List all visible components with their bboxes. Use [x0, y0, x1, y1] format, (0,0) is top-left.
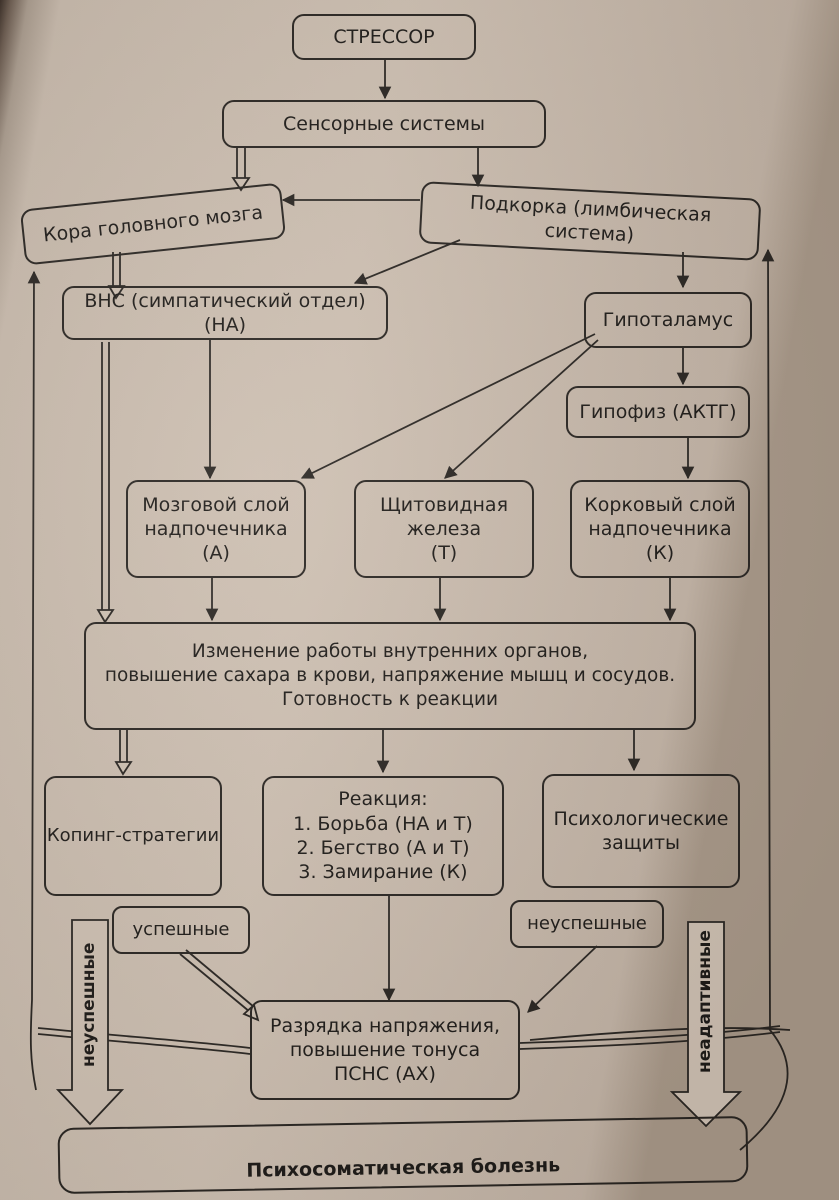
thyroid-line1: Щитовидная [380, 493, 508, 516]
coping-box: Копинг-стратегии [44, 776, 222, 896]
organ-change-line2: повышение сахара в крови, напряжение мыш… [104, 665, 676, 687]
stressor-box: СТРЕССОР [292, 14, 476, 60]
pituitary-label: Гипофиз (АКТГ) [579, 400, 737, 423]
psych-defenses-line1: Психологические [553, 807, 729, 830]
adrenal-medulla-box: Мозговой слой надпочечника (А) [126, 480, 306, 578]
ans-label: ВНС (симпатический отдел) (НА) [84, 289, 366, 336]
unsuccessful-label: неуспешные [527, 913, 647, 935]
successful-tag: успешные [112, 906, 250, 954]
ans-box: ВНС (симпатический отдел) (НА) [62, 286, 388, 340]
successful-label: успешные [132, 919, 230, 941]
reaction-box: Реакция: 1. Борьба (НА и Т) 2. Бегство (… [262, 776, 504, 896]
tension-discharge-line2: повышение тонуса [289, 1038, 481, 1061]
stressor-label: СТРЕССОР [333, 25, 435, 48]
psychosomatic-disease-label: Психосоматическая болезнь [246, 1154, 561, 1182]
psych-defenses-line2: защиты [601, 832, 681, 854]
organ-change-box: Изменение работы внутренних органов, пов… [84, 622, 696, 730]
right-arrow-label: неадаптивные [695, 930, 715, 1073]
organ-change-line1: Изменение работы внутренних органов, [191, 641, 589, 663]
tension-discharge-line1: Разрядка напряжения, [269, 1014, 500, 1037]
adrenal-medulla-line3: (А) [202, 542, 230, 565]
thyroid-line3: (Т) [430, 542, 458, 565]
adrenal-cortex-line1: Корковый слой [584, 493, 736, 516]
adrenal-cortex-line3: (К) [645, 542, 675, 565]
reaction-fight: 1. Борьба (НА и Т) [293, 812, 473, 835]
hypothalamus-box: Гипоталамус [584, 292, 752, 348]
tension-discharge-box: Разрядка напряжения, повышение тонуса ПС… [250, 1000, 520, 1100]
psychosomatic-disease-box: Психосоматическая болезнь [57, 1115, 749, 1195]
adrenal-cortex-box: Корковый слой надпочечника (К) [570, 480, 750, 578]
hypothalamus-label: Гипоталамус [602, 308, 734, 331]
sensory-systems-label: Сенсорные системы [283, 112, 485, 135]
sensory-systems-box: Сенсорные системы [222, 100, 546, 148]
thyroid-box: Щитовидная железа (Т) [354, 480, 534, 578]
adrenal-medulla-line2: надпочечника [144, 517, 288, 540]
left-arrow-label: неуспешные [79, 942, 99, 1067]
reaction-freeze: 3. Замирание (К) [298, 861, 468, 884]
subcortex-label: Подкорка (лимбическая система) [469, 191, 712, 247]
thyroid-line2: железа [406, 517, 482, 540]
organ-change-line3: Готовность к реакции [281, 688, 499, 710]
tension-discharge-line3: ПСНС (АХ) [333, 1063, 436, 1086]
unsuccessful-tag: неуспешные [510, 900, 664, 948]
reaction-title: Реакция: [338, 788, 428, 811]
adrenal-cortex-line2: надпочечника [588, 517, 732, 540]
psych-defenses-box: Психологические защиты [542, 774, 740, 888]
coping-label: Копинг-стратегии [46, 825, 220, 847]
cortex-label: Кора головного мозга [42, 201, 264, 247]
pituitary-box: Гипофиз (АКТГ) [566, 386, 750, 438]
reaction-flight: 2. Бегство (А и Т) [296, 837, 470, 859]
adrenal-medulla-line1: Мозговой слой [142, 493, 290, 516]
